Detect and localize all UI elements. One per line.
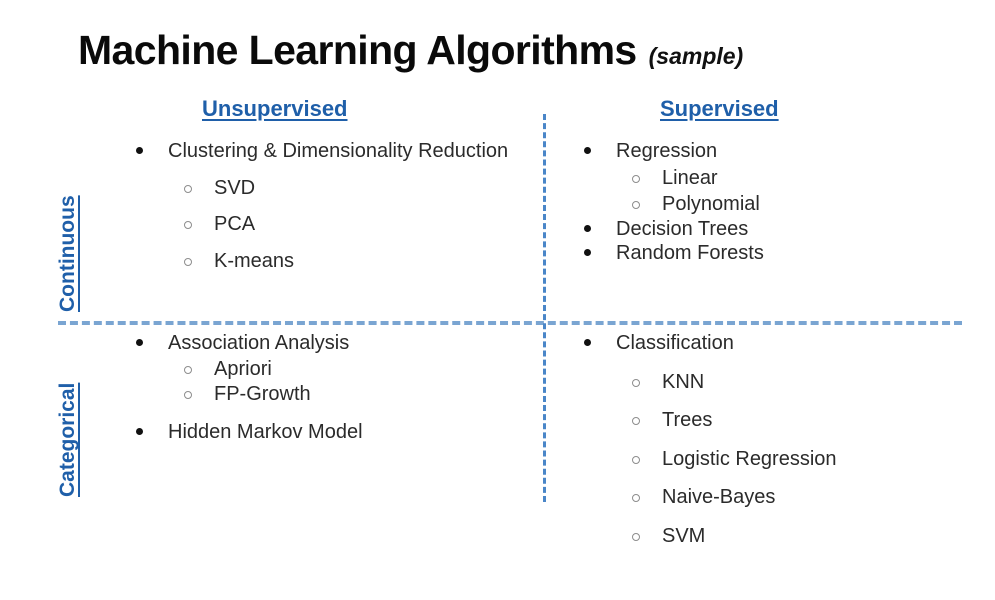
list-item: SVM [616,525,966,549]
list-item: Trees [616,409,966,433]
list-item-label: Random Forests [616,242,764,265]
bullet-ring-icon [632,174,640,183]
bullet-dot-icon [584,249,591,257]
row-label-continuous: Continuous [56,195,79,312]
list-item-label: FP-Growth [214,383,311,406]
list-item: Association Analysis Apriori FP-Growth [128,332,518,407]
list-item: PCA [168,213,518,237]
list-item-label: Classification [616,332,734,354]
bullet-ring-icon [632,494,640,503]
list-item: Apriori [168,358,518,382]
bullet-dot-icon [584,224,591,232]
list-item-label: Association Analysis [168,332,350,354]
bullet-ring-icon [184,365,192,374]
list-item: Regression Linear Polynomial [576,140,966,217]
list-item: Random Forests [576,242,966,266]
quadrant-supervised-continuous: Regression Linear Polynomial Decision Tr… [576,140,966,267]
bullet-dot-icon [584,339,591,346]
bullet-ring-icon [184,257,192,266]
list-item: Linear [616,167,966,191]
bullet-ring-icon [632,455,640,464]
list-item-label: Decision Trees [616,217,749,240]
list-item-label: KNN [662,370,705,393]
vertical-dashed-divider [543,114,546,502]
bullet-dot-icon [584,147,591,154]
horizontal-dashed-divider [58,321,962,325]
list-item: SVD [168,177,518,201]
bullet-ring-icon [184,184,192,193]
bullet-list-level2: SVD PCA K-means [168,177,518,274]
column-header-unsupervised: Unsupervised [202,96,348,121]
list-item-label: Naive-Bayes [662,486,776,509]
bullet-dot-icon [136,339,143,346]
list-item-label: Hidden Markov Model [168,420,363,443]
bullet-list-level2: KNN Trees Logistic Regression Naive-Baye… [616,371,966,549]
bullet-ring-icon [632,532,640,541]
list-item: Polynomial [616,193,966,217]
list-item: KNN [616,371,966,395]
list-item-label: SVM [662,524,706,547]
list-item-label: PCA [214,213,256,236]
list-item: K-means [168,250,518,274]
quadrant-supervised-categorical: Classification KNN Trees Logistic Regres… [576,332,966,549]
list-item-label: Apriori [214,357,272,380]
list-item: Decision Trees [576,218,966,242]
bullet-list-level1: Regression Linear Polynomial Decision Tr… [576,140,966,266]
page-title-qualifier: (sample) [648,43,744,69]
bullet-ring-icon [184,221,192,230]
list-item: Hidden Markov Model [128,421,518,445]
bullet-list-level2: Apriori FP-Growth [168,358,518,407]
list-item: FP-Growth [168,383,518,407]
list-item-label: Trees [662,409,713,432]
bullet-dot-icon [136,147,143,154]
bullet-ring-icon [632,201,640,210]
bullet-dot-icon [136,427,143,435]
bullet-list-level1: Classification KNN Trees Logistic Regres… [576,332,966,549]
list-item-label: Logistic Regression [662,447,837,470]
quadrant-unsupervised-categorical: Association Analysis Apriori FP-Growth H… [128,332,518,445]
list-item-label: Linear [662,166,718,189]
list-item: Naive-Bayes [616,486,966,510]
list-item-label: Regression [616,140,718,162]
row-label-categorical: Categorical [56,382,79,497]
page-title: Machine Learning Algorithms (sample) [78,30,743,71]
list-item-label: Clustering & Dimensionality Reduction [168,140,509,162]
list-item-label: K-means [214,249,295,272]
list-item-label: Polynomial [662,193,760,216]
list-item: Logistic Regression [616,448,966,472]
list-item: Classification KNN Trees Logistic Regres… [576,332,966,549]
bullet-list-level1: Clustering & Dimensionality Reduction SV… [128,140,518,273]
bullet-list-level2: Linear Polynomial [616,167,966,217]
page-title-main: Machine Learning Algorithms [78,27,637,73]
list-item-label: SVD [214,176,256,199]
quadrant-unsupervised-continuous: Clustering & Dimensionality Reduction SV… [128,140,518,275]
bullet-list-level1: Association Analysis Apriori FP-Growth H… [128,332,518,444]
column-header-supervised: Supervised [660,96,779,121]
bullet-ring-icon [632,417,640,426]
bullet-ring-icon [184,391,192,400]
list-item: Clustering & Dimensionality Reduction SV… [128,140,518,273]
bullet-ring-icon [632,378,640,387]
